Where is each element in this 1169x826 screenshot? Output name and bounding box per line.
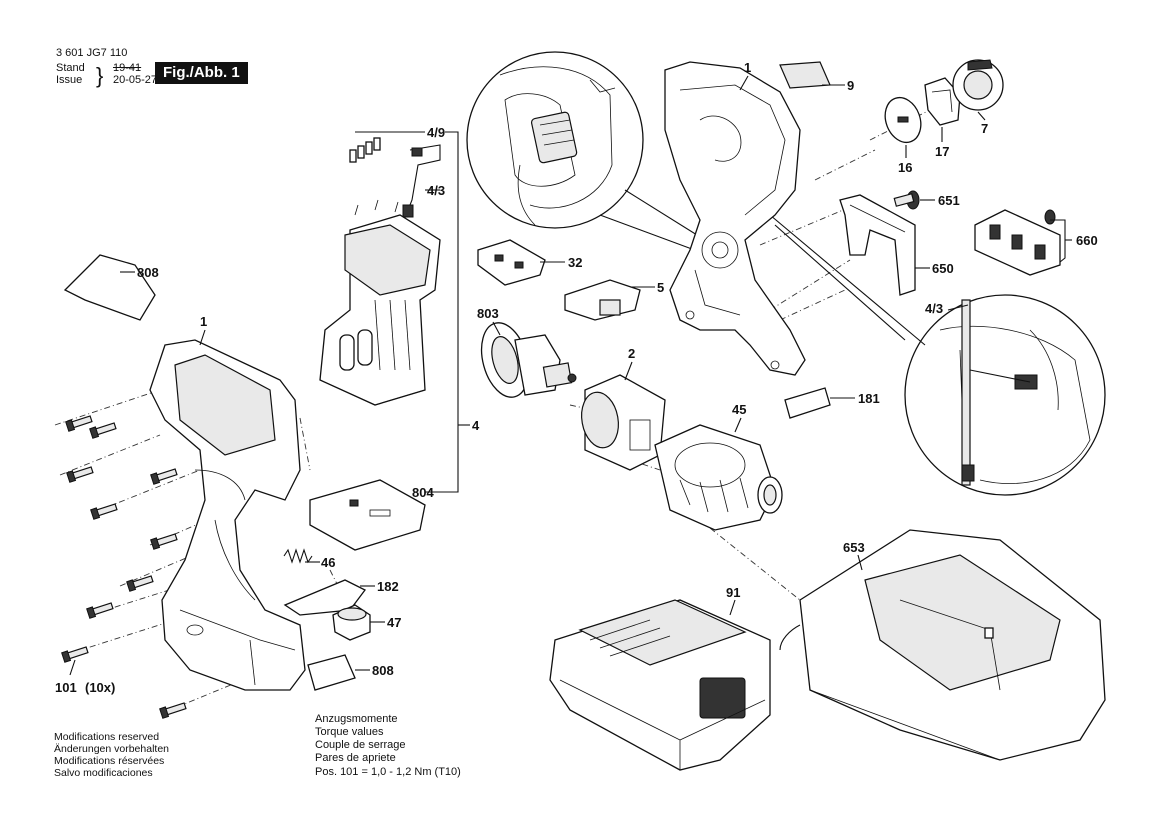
callout-181: 181 [858,391,880,406]
torque-title-de: Anzugsmomente [315,713,398,725]
callout-182: 182 [377,579,399,594]
document-number: 3 601 JG7 110 [56,47,128,59]
callout-1-top: 1 [744,60,751,75]
knob-47 [332,604,371,641]
callout-1-left: 1 [200,314,207,329]
brace-glyph: } [96,63,104,88]
slider-32 [477,239,546,286]
modifications-note-de: Änderungen vorbehalten [54,743,170,755]
torque-title-en: Torque values [315,726,384,738]
gearbox-45 [654,424,783,531]
torque-value: Pos. 101 = 1,0 - 1,2 Nm (T10) [315,766,461,778]
callout-32: 32 [568,255,582,270]
screw-651 [893,190,920,210]
modifications-note-fr: Modifications réservées [54,755,165,767]
housing-half-left [149,339,306,691]
callout-4-3-right: 4/3 [925,301,943,316]
issue-value: 20-05-27 [113,74,158,86]
label-182 [283,579,366,616]
motor-housing-2 [581,374,666,471]
electronics-module-4 [319,199,441,406]
callout-leaders [69,75,1072,676]
callout-47: 47 [387,615,401,630]
label-181 [784,387,831,419]
callout-45: 45 [732,402,746,417]
contact-plate-804 [309,479,426,551]
detail-magnifier-connector [466,51,706,253]
callout-labels: 1 9 7 16 17 651 660 650 4/3 4/9 4/3 808 … [55,60,1098,695]
screw-set-101 [61,415,187,719]
label-sticker-9 [779,61,831,89]
bracket-4 [445,131,459,493]
callout-653: 653 [843,540,865,555]
brushes-4-9 [349,137,381,163]
callout-650: 650 [932,261,954,276]
callout-2: 2 [628,346,635,361]
callout-4-9: 4/9 [427,125,445,140]
bit-holder-660 [974,209,1061,276]
cover-disc-16 [884,96,922,144]
callout-803: 803 [477,306,499,321]
callout-17: 17 [935,144,949,159]
issue-label: Issue [56,74,83,86]
callout-101-quantity: (10x) [85,680,115,695]
callout-808-top: 808 [137,265,159,280]
housing-half-right [664,61,806,376]
modifications-note-es: Salvo modificaciones [54,767,153,779]
figure-badge: Fig./Abb. 1 [155,62,248,84]
callout-808-bottom: 808 [372,663,394,678]
modifications-note-en: Modifications reserved [54,731,160,743]
callout-7: 7 [981,121,988,136]
label-808-top [63,254,156,321]
callout-91: 91 [726,585,740,600]
battery-pack-91 [549,599,771,771]
torque-title-fr: Couple de serrage [315,739,406,751]
callout-5: 5 [657,280,664,295]
callout-660: 660 [1076,233,1098,248]
switch-slider-5 [564,279,641,321]
spring-46 [283,548,313,564]
stand-value: 19-41 [113,62,142,74]
callout-4: 4 [472,418,480,433]
callout-16: 16 [898,160,912,175]
belt-clip-650 [839,194,916,296]
switch-ring-17 [924,77,961,126]
label-808-bottom [307,654,356,691]
charger-653 [779,529,1106,761]
callout-4-3-top: 4/3 [427,183,445,198]
callout-804: 804 [412,485,434,500]
callout-9: 9 [847,78,854,93]
callout-101: 101 [55,680,77,695]
callout-46: 46 [321,555,335,570]
connector-cable-4-3 [402,144,441,218]
torque-title-es: Pares de apriete [315,752,396,764]
detail-magnifier-cable-clip [769,214,1106,496]
callout-651: 651 [938,193,960,208]
stand-label: Stand [56,62,85,74]
gear-selector-7 [952,59,1004,111]
armature-fan-803 [480,322,577,398]
